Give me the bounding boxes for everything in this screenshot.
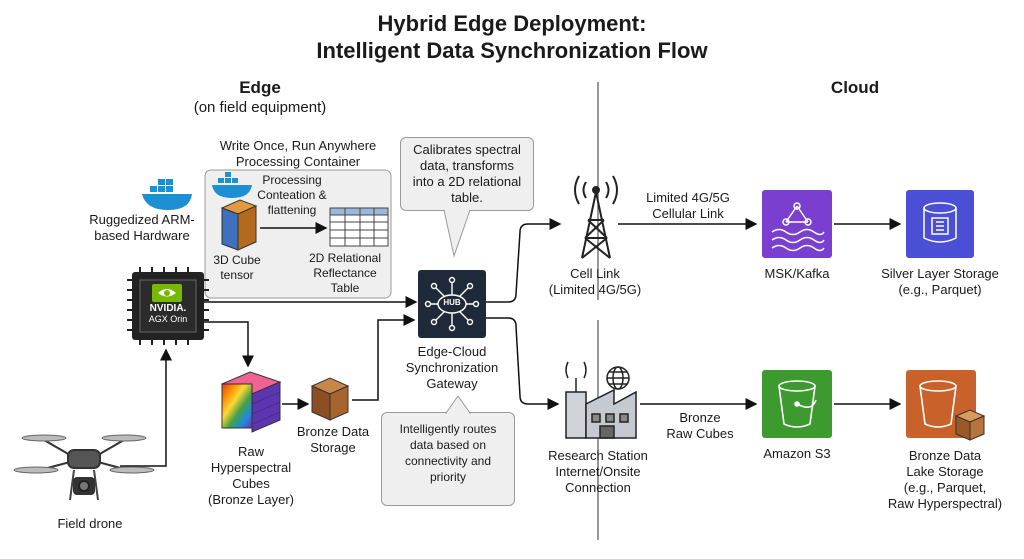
relational-table-label: 2D Relational Reflectance Table bbox=[300, 251, 390, 296]
cube-tensor-line-1: 3D Cube bbox=[213, 253, 261, 267]
bronze-to-hub-arrow bbox=[352, 314, 416, 401]
raw-line-2: Hyperspectral bbox=[210, 460, 292, 475]
bronze-raw-line-2: Raw Cubes bbox=[666, 426, 734, 441]
field-drone-icon bbox=[13, 434, 155, 501]
callout-bottom-pointer bbox=[445, 396, 471, 414]
cube-tensor-icon bbox=[220, 199, 258, 251]
raw-line-4: (Bronze Layer) bbox=[208, 492, 294, 507]
chip-to-raw-arrow bbox=[204, 321, 254, 368]
processing-label: Processing Conteation & flattening bbox=[250, 173, 334, 218]
bronze-lake-label: Bronze Data Lake Storage (e.g., Parquet,… bbox=[880, 448, 1010, 512]
callout-routing: Intelligently routes data based on conne… bbox=[381, 412, 515, 506]
processing-line-2: Conteation & bbox=[257, 188, 327, 202]
raw-line-3: Cubes bbox=[232, 476, 270, 491]
bronze-raw-line-1: Bronze bbox=[679, 410, 721, 425]
bronze-storage-label: Bronze Data Storage bbox=[290, 424, 376, 456]
cube-tensor-line-2: tensor bbox=[220, 268, 254, 282]
cellular-link-label: Limited 4G/5G Cellular Link bbox=[630, 190, 746, 222]
callout-bottom-line-3: connectivity and bbox=[404, 454, 492, 468]
research-station-icon bbox=[565, 361, 637, 439]
silver-line-1: Silver Layer Storage bbox=[881, 266, 999, 281]
bronze-raw-cubes-label: Bronze Raw Cubes bbox=[652, 410, 748, 442]
silver-line-2: (e.g., Parquet) bbox=[898, 282, 982, 297]
container-title-line-2: Processing Container bbox=[235, 154, 361, 169]
processing-container-box bbox=[204, 169, 392, 299]
processing-line-1: Processing bbox=[262, 173, 322, 187]
relational-line-3: Table bbox=[330, 281, 360, 295]
amazon-s3-icon bbox=[762, 370, 832, 438]
edge-subheader: (on field equipment) bbox=[193, 99, 327, 116]
chip-brand: NVIDIA. bbox=[149, 303, 187, 314]
callout-top-line-4: table. bbox=[451, 190, 483, 205]
hub-gateway-icon bbox=[418, 270, 486, 338]
cell-link-line-1: Cell Link bbox=[570, 266, 620, 281]
callout-bottom-line-2: data based on bbox=[409, 438, 487, 452]
docker-icon bbox=[142, 179, 192, 210]
bronze-lake-icon bbox=[906, 370, 986, 441]
lake-line-2: Lake Storage bbox=[906, 464, 984, 479]
callout-top-line-3: into a 2D relational bbox=[412, 174, 522, 189]
gateway-line-1: Edge-Cloud bbox=[417, 344, 487, 359]
station-line-3: Connection bbox=[565, 480, 631, 495]
cellular-line-1: Limited 4G/5G bbox=[646, 190, 730, 205]
station-line-1: Research Station bbox=[548, 448, 648, 463]
container-title: Write Once, Run Anywhere Processing Cont… bbox=[195, 138, 401, 170]
hardware-line-1: Ruggedized ARM- bbox=[89, 212, 195, 227]
bronze-storage-line-1: Bronze Data bbox=[296, 424, 370, 439]
cell-tower-icon bbox=[574, 175, 618, 259]
callout-calibration: Calibrates spectral data, transforms int… bbox=[400, 137, 534, 211]
bronze-storage-line-2: Storage bbox=[310, 440, 356, 455]
raw-line-1: Raw bbox=[237, 444, 264, 459]
amazon-s3-label: Amazon S3 bbox=[763, 446, 831, 461]
raw-cubes-label: Raw Hyperspectral Cubes (Bronze Layer) bbox=[196, 444, 306, 508]
callout-top-pointer bbox=[443, 210, 471, 258]
processing-line-3: flattening bbox=[267, 203, 317, 217]
page-title: Hybrid Edge Deployment: Intelligent Data… bbox=[212, 10, 812, 64]
globe-icon bbox=[606, 366, 630, 390]
gateway-label: Edge-Cloud Synchronization Gateway bbox=[392, 344, 512, 392]
msk-kafka-icon bbox=[762, 190, 832, 258]
edge-header: Edge bbox=[239, 78, 281, 97]
cell-link-label: Cell Link (Limited 4G/5G) bbox=[540, 266, 650, 298]
hub-text: HUB bbox=[443, 298, 461, 307]
station-line-2: Internet/Onsite bbox=[555, 464, 641, 479]
research-station-label: Research Station Internet/Onsite Connect… bbox=[530, 448, 666, 496]
lake-line-1: Bronze Data bbox=[908, 448, 982, 463]
lake-line-3: (e.g., Parquet, bbox=[903, 480, 987, 495]
relational-line-2: Reflectance bbox=[313, 266, 377, 280]
silver-storage-icon bbox=[906, 190, 974, 258]
drone-label: Field drone bbox=[57, 516, 123, 531]
lake-line-4: Raw Hyperspectral) bbox=[887, 496, 1003, 511]
chip-text: NVIDIA. AGX Orin bbox=[140, 303, 196, 325]
container-title-line-1: Write Once, Run Anywhere bbox=[219, 138, 377, 153]
hub-to-station-arrow bbox=[486, 317, 560, 410]
chip-model: AGX Orin bbox=[148, 314, 188, 324]
relational-table-icon bbox=[329, 207, 389, 247]
callout-bottom-line-4: priority bbox=[429, 470, 466, 484]
relational-line-1: 2D Relational bbox=[308, 251, 382, 265]
cloud-header: Cloud bbox=[830, 78, 880, 97]
hyperspectral-cube-icon bbox=[220, 371, 282, 433]
hub-to-cell-arrow bbox=[486, 218, 562, 303]
gateway-line-2: Synchronization bbox=[405, 360, 499, 375]
callout-bottom-line-1: Intelligently routes bbox=[399, 422, 497, 436]
callout-top-line-1: Calibrates spectral bbox=[413, 142, 521, 157]
hardware-label: Ruggedized ARM- based Hardware bbox=[82, 212, 202, 244]
msk-kafka-label: MSK/Kafka bbox=[764, 266, 830, 281]
hardware-line-2: based Hardware bbox=[94, 228, 190, 243]
drone-to-chip-arrow bbox=[120, 348, 172, 467]
bronze-storage-box-icon bbox=[310, 377, 350, 421]
cellular-line-2: Cellular Link bbox=[652, 206, 724, 221]
nvidia-chip-icon bbox=[127, 267, 209, 345]
cube-tensor-label: 3D Cube tensor bbox=[206, 253, 268, 283]
callout-top-line-2: data, transforms bbox=[420, 158, 514, 173]
silver-storage-label: Silver Layer Storage (e.g., Parquet) bbox=[868, 266, 1012, 298]
docker-icon-small bbox=[212, 172, 252, 198]
gateway-line-3: Gateway bbox=[426, 376, 478, 391]
title-line-1: Hybrid Edge Deployment: bbox=[377, 11, 647, 36]
title-line-2: Intelligent Data Synchronization Flow bbox=[316, 38, 708, 63]
cell-link-line-2: (Limited 4G/5G) bbox=[548, 282, 642, 297]
